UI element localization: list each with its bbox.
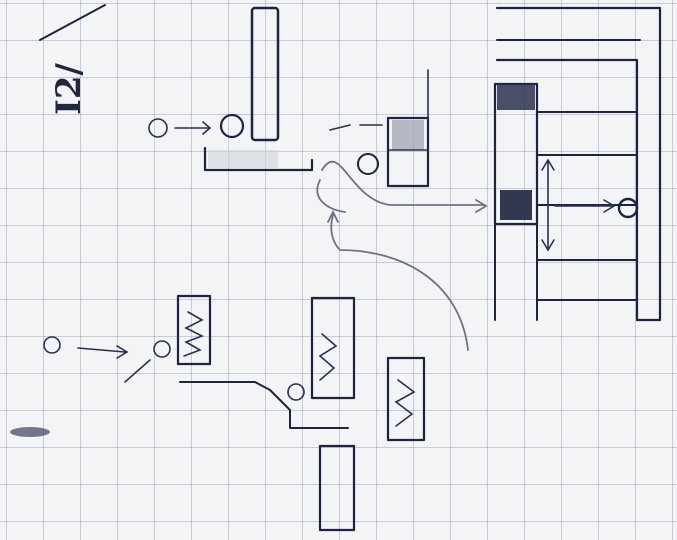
right-frame-rails (497, 40, 640, 300)
title-slash-stroke (40, 5, 105, 40)
top-vertical-bar (252, 8, 278, 140)
title-label: I2/ (49, 62, 89, 115)
circle-center (358, 154, 378, 174)
lower-left-tray (180, 382, 348, 428)
middle-container-hatch (392, 120, 424, 150)
curve-left-branch (317, 180, 345, 212)
right-frame-outer (497, 8, 660, 320)
hatched-box-left-scribble (184, 312, 202, 356)
panel-right-scribble (396, 380, 414, 426)
small-circle-lower (154, 341, 170, 357)
circle-center-to-container (330, 125, 382, 130)
hatched-box-left (178, 296, 210, 364)
pencil-smudge (10, 427, 50, 437)
arrow-to-circle (175, 122, 210, 134)
small-circle-left (149, 119, 167, 137)
arrow-to-far-circle (555, 200, 614, 212)
right-column-lower (495, 224, 537, 320)
small-circle-far-left (44, 337, 60, 353)
right-column-dark-mid (500, 190, 532, 220)
arrow-far-left (78, 346, 127, 358)
right-column-dark-top (497, 84, 535, 110)
small-circle-junction (288, 384, 304, 400)
circle-right (221, 115, 243, 137)
tray-shadow (208, 150, 278, 168)
diagonal-to-circle (125, 360, 150, 382)
bottom-bar (320, 446, 354, 530)
panel-middle-scribble (320, 334, 336, 380)
panel-right-small (388, 358, 424, 440)
curve-from-bottom (328, 212, 468, 350)
circle-far-right (619, 199, 637, 217)
